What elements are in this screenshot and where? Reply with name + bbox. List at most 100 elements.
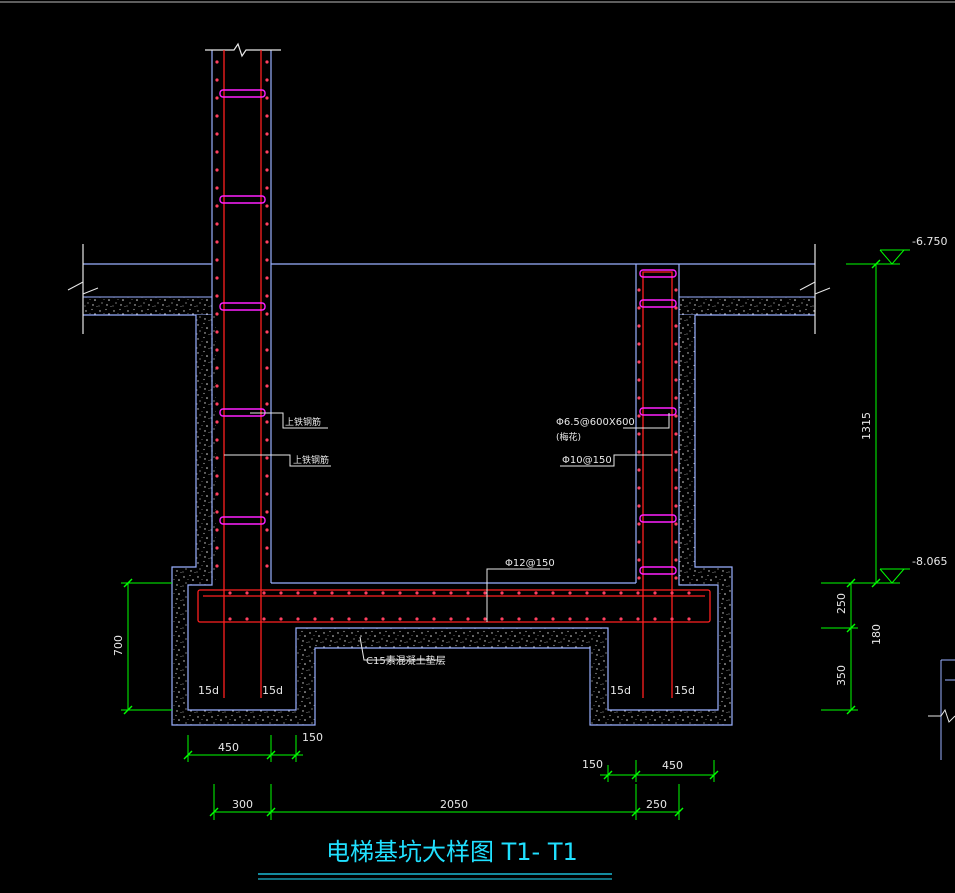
right-wall-cushion	[590, 315, 732, 725]
rebar-dot	[619, 617, 623, 621]
rebar-dot	[670, 617, 674, 621]
rebar-dot	[674, 540, 678, 544]
rebar-dot	[279, 617, 283, 621]
rebar-dot	[674, 504, 678, 508]
rebar-dot	[265, 312, 269, 316]
drawing-title: 电梯基坑大样图 T1- T1	[326, 838, 578, 866]
rebar-dot	[265, 222, 269, 226]
rebar-dot	[637, 450, 641, 454]
rebar-dot	[674, 324, 678, 328]
rebar-dot	[483, 591, 487, 595]
right-stirrups	[639, 269, 677, 575]
right-wall-rebar	[642, 271, 673, 698]
rebar-dot	[674, 360, 678, 364]
rebar-dot	[215, 330, 219, 334]
elevation-marker-bottom	[879, 568, 910, 584]
rebar-dot	[466, 591, 470, 595]
rebar-dot	[215, 456, 219, 460]
rebar-dot	[653, 617, 657, 621]
rebar-dot	[215, 60, 219, 64]
rebar-dot	[245, 591, 249, 595]
rebar-dot	[637, 288, 641, 292]
rebar-dot	[262, 591, 266, 595]
rebar-dot	[265, 546, 269, 550]
rebar-dot	[215, 384, 219, 388]
rebar-dot	[637, 540, 641, 544]
rebar-dot	[215, 132, 219, 136]
rebar-dot	[637, 306, 641, 310]
rebar-dot	[215, 474, 219, 478]
rebar-dot	[265, 132, 269, 136]
rebar-dot	[551, 617, 555, 621]
rebar-dot	[215, 78, 219, 82]
adjacent-detail	[928, 659, 955, 760]
rebar-dot	[215, 186, 219, 190]
rebar-dot	[215, 402, 219, 406]
rebar-dot	[313, 617, 317, 621]
rebar-dot	[215, 348, 219, 352]
rebar-dot	[674, 288, 678, 292]
rebar-dot	[265, 456, 269, 460]
rebar-dot	[619, 591, 623, 595]
rebar-dot	[637, 414, 641, 418]
rebar-dot	[602, 591, 606, 595]
annotation-right-stirrup-note: (梅花)	[556, 431, 581, 443]
rebar-dot	[215, 312, 219, 316]
rebar-dot	[265, 384, 269, 388]
rebar-dot	[585, 591, 589, 595]
rebar-dot	[228, 591, 232, 595]
rebar-dot	[637, 432, 641, 436]
rebar-dot	[637, 576, 641, 580]
rebar-dot	[674, 522, 678, 526]
annotation-right-bar: Φ10@150	[562, 455, 612, 466]
rebar-dot	[265, 186, 269, 190]
rebar-dot	[637, 486, 641, 490]
rebar-dot	[265, 528, 269, 532]
rebar-dot	[265, 168, 269, 172]
rebar-dot	[636, 591, 640, 595]
rebar-dot	[265, 204, 269, 208]
slab-cushion	[296, 628, 608, 648]
rebar-dot	[265, 420, 269, 424]
rebar-dot	[215, 420, 219, 424]
rebar-dot	[265, 510, 269, 514]
rebar-dot	[674, 414, 678, 418]
rebar-dot	[313, 591, 317, 595]
rebar-dot	[347, 617, 351, 621]
rebar-dot	[265, 438, 269, 442]
rebar-dot	[265, 276, 269, 280]
dim-bottom-right-450: 450	[662, 759, 683, 772]
rebar-dot	[517, 617, 521, 621]
rebar-dot	[637, 504, 641, 508]
rebar-dot	[215, 258, 219, 262]
rebar-dot	[215, 510, 219, 514]
rebar-dot	[637, 468, 641, 472]
rebar-dot	[534, 617, 538, 621]
dim-cushion-thickness: 350	[835, 665, 848, 686]
dim-bottom-left-450: 450	[218, 741, 239, 754]
rebar-dot	[637, 522, 641, 526]
annotation-left-upper: 上铁钢筋	[285, 416, 321, 428]
rebar-dot	[364, 617, 368, 621]
rebar-dot	[265, 60, 269, 64]
rebar-dot	[432, 617, 436, 621]
rebar-dot	[585, 617, 589, 621]
anchor-label-1: 15d	[198, 684, 219, 697]
rebar-dot	[636, 617, 640, 621]
break-mark-right	[799, 281, 831, 295]
rebar-dot	[674, 486, 678, 490]
rebar-dot	[674, 450, 678, 454]
rebar-dot	[602, 617, 606, 621]
rebar-dot	[674, 468, 678, 472]
rebar-dot	[265, 348, 269, 352]
annotation-slab-bar: Φ12@150	[505, 558, 555, 569]
left-wall-cushion	[172, 315, 315, 725]
rebar-dot	[449, 591, 453, 595]
annotation-cushion: C15素混凝土垫层	[366, 654, 446, 667]
rebar-dot	[466, 617, 470, 621]
anchor-label-4: 15d	[674, 684, 695, 697]
annotation-left-lower: 上铁钢筋	[293, 454, 329, 466]
rebar-dot	[265, 240, 269, 244]
rebar-dot	[215, 564, 219, 568]
